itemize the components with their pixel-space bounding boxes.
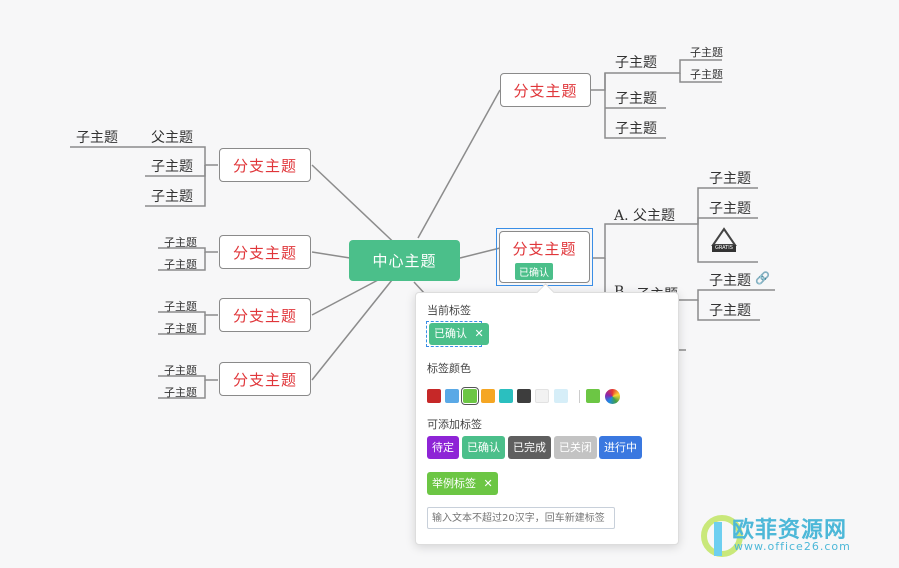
color-swatch[interactable]: [499, 389, 513, 403]
subtopic[interactable]: 子主题: [151, 189, 193, 205]
color-swatch[interactable]: [427, 389, 441, 403]
subtopic-small[interactable]: 子主题: [164, 364, 197, 377]
subtopic-small[interactable]: 子主题: [164, 300, 197, 313]
color-swatch[interactable]: [586, 389, 600, 403]
watermark-url: www.office26.com: [734, 540, 851, 553]
new-tag-input[interactable]: [427, 507, 615, 529]
color-swatch[interactable]: [517, 389, 531, 403]
subtopic-a-parent[interactable]: A. 父主题: [614, 208, 676, 224]
subtopic-small[interactable]: 子主题: [164, 386, 197, 399]
remove-tag-icon[interactable]: ✕: [474, 327, 484, 340]
addable-tag[interactable]: 待定: [427, 436, 459, 459]
subtopic[interactable]: 子主题: [709, 273, 751, 289]
watermark-logo-icon: [701, 515, 743, 557]
branch-topic-left-2[interactable]: 分支主题: [219, 235, 311, 269]
color-swatch[interactable]: [461, 387, 479, 405]
addable-tags-label: 可添加标签: [427, 418, 482, 431]
branch-topic-left-4[interactable]: 分支主题: [219, 362, 311, 396]
branch-topic-top-right[interactable]: 分支主题: [500, 73, 591, 107]
selected-branch-tag[interactable]: 已确认: [515, 263, 553, 280]
addable-tag[interactable]: 已完成: [508, 436, 551, 459]
swatch-divider: [579, 390, 580, 403]
image-caption: GRATIS: [715, 245, 733, 251]
tag-color-label: 标签颜色: [427, 362, 471, 375]
subtopic[interactable]: 子主题: [615, 91, 657, 107]
subtopic[interactable]: 子主题: [76, 130, 118, 146]
color-wheel-icon[interactable]: [605, 389, 620, 404]
addable-tag[interactable]: 已关闭: [554, 436, 597, 459]
color-swatch[interactable]: [445, 389, 459, 403]
subtopic[interactable]: 子主题: [709, 201, 751, 217]
subtopic[interactable]: 子主题: [709, 303, 751, 319]
link-icon[interactable]: 🔗: [755, 271, 770, 285]
branch-topic-left-3[interactable]: 分支主题: [219, 298, 311, 332]
branch-topic-left-1[interactable]: 分支主题: [219, 148, 311, 182]
color-swatch[interactable]: [554, 389, 568, 403]
current-tag-label: 已确认: [434, 327, 467, 340]
subtopic-small[interactable]: 子主题: [690, 68, 723, 81]
color-swatch[interactable]: [535, 389, 549, 403]
tag-panel: 当前标签 已确认 ✕ 标签颜色 可添加标签 待定已确认已完成已关闭进行中 举例标…: [415, 283, 679, 545]
subtopic[interactable]: 子主题: [615, 55, 657, 71]
subtopic-image[interactable]: GRATIS: [708, 226, 740, 254]
remove-tag-icon[interactable]: ✕: [483, 477, 493, 490]
subtopic-small[interactable]: 子主题: [164, 322, 197, 335]
subtopic[interactable]: 子主题: [709, 171, 751, 187]
subtopic[interactable]: 子主题: [151, 159, 193, 175]
subtopic[interactable]: 子主题: [615, 121, 657, 137]
addable-tag[interactable]: 已确认: [462, 436, 505, 459]
current-tag[interactable]: 已确认 ✕: [429, 323, 489, 345]
example-tag[interactable]: 举例标签 ✕: [427, 472, 498, 495]
watermark-text: 欧菲资源网: [732, 518, 848, 543]
subtopic-small[interactable]: 子主题: [164, 258, 197, 271]
color-swatch[interactable]: [481, 389, 495, 403]
subtopic-small[interactable]: 子主题: [690, 46, 723, 59]
branch-topic-selected-label: 分支主题: [512, 240, 577, 258]
current-tags-label: 当前标签: [427, 304, 471, 317]
subtopic-small[interactable]: 子主题: [164, 236, 197, 249]
triangle-logo-icon: [711, 227, 737, 252]
addable-tag[interactable]: 进行中: [599, 436, 642, 459]
subtopic-parent[interactable]: 父主题: [151, 130, 193, 146]
center-topic[interactable]: 中心主题: [349, 240, 460, 281]
example-tag-label: 举例标签: [432, 477, 476, 490]
